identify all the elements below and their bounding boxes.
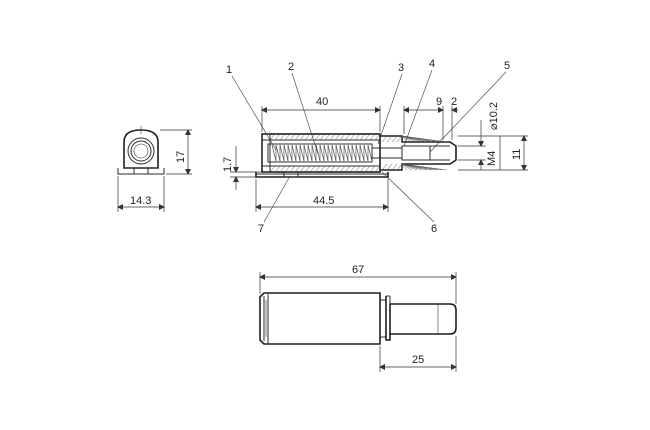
dim-tip-9: 9 [436, 96, 442, 108]
dim-tip-2: 2 [451, 96, 457, 108]
callout-1: 1 [226, 64, 232, 76]
callout-4: 4 [429, 58, 435, 70]
dim-tip-diameter: ⌀10.2 [488, 102, 500, 130]
callout-6: 6 [431, 223, 437, 235]
dim-tip-height: 11 [511, 149, 523, 160]
dim-thread: M4 [486, 151, 498, 166]
dim-body-length: 40 [316, 96, 328, 108]
dim-overall-length: 67 [352, 264, 364, 276]
section-view [230, 69, 528, 223]
end-view [117, 126, 192, 212]
dim-end-height: 17 [175, 151, 187, 163]
dim-base-offset: 1.7 [222, 157, 234, 172]
dim-stroke-length: 25 [412, 354, 424, 366]
callout-2: 2 [288, 61, 294, 73]
callout-7: 7 [258, 223, 264, 235]
side-view [259, 272, 457, 372]
callout-5: 5 [504, 60, 510, 72]
dim-end-width: 14.3 [130, 195, 151, 207]
callout-3: 3 [398, 62, 404, 74]
dim-base-length: 44.5 [313, 195, 334, 207]
